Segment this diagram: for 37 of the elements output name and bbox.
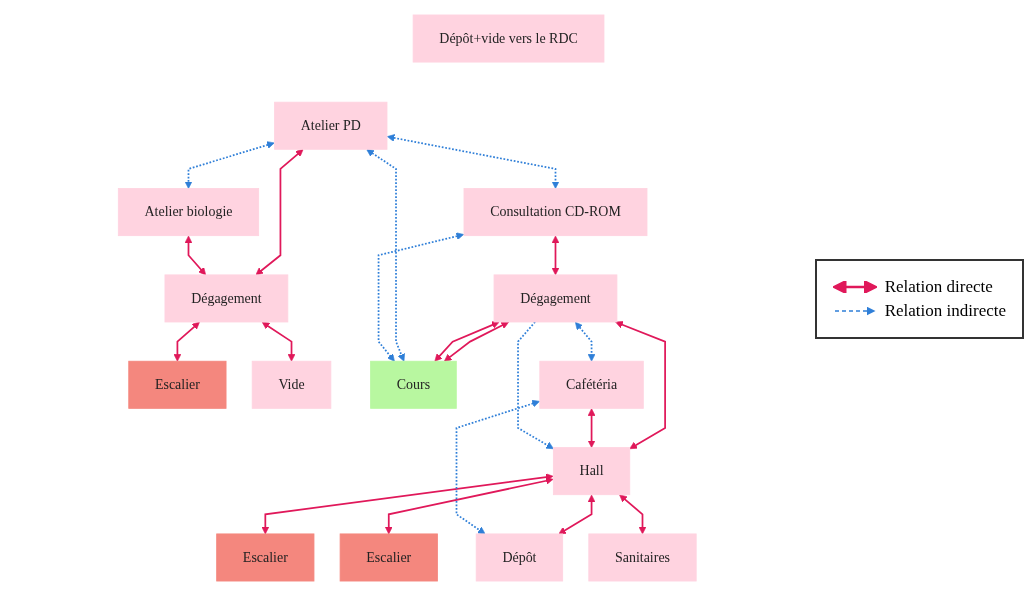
node-box: Dépôt	[475, 533, 564, 582]
arrow	[587, 408, 596, 448]
arrow	[385, 477, 554, 535]
node-box: Dégagement	[493, 274, 618, 323]
arrow	[455, 399, 540, 535]
arrow	[261, 321, 296, 362]
node-box: Consultation CD-ROM	[463, 188, 648, 237]
node-box: Escalier	[216, 533, 315, 582]
node-box: Escalier	[339, 533, 438, 582]
arrow	[261, 473, 554, 535]
arrow	[517, 321, 554, 450]
arrow	[173, 321, 200, 362]
arrow	[377, 232, 465, 362]
node-box: Escalier	[128, 360, 227, 409]
legend-text: Relation indirecte	[884, 300, 1006, 321]
arrow	[387, 134, 560, 189]
arrow	[255, 149, 304, 276]
legend-text: Relation directe	[884, 276, 993, 297]
arrow	[575, 321, 596, 362]
arrow	[434, 321, 500, 362]
node-box: Hall	[553, 447, 631, 496]
node-box: Cours	[370, 360, 457, 409]
node-box: Dépôt+vide vers le RDC	[412, 14, 605, 63]
arrow	[184, 235, 207, 276]
arrow	[184, 141, 275, 189]
arrow	[444, 321, 510, 362]
arrow	[615, 321, 667, 450]
arrow	[558, 494, 596, 535]
node-box: Atelier biologie	[118, 188, 260, 237]
node-box: Vide	[251, 360, 332, 409]
arrow	[619, 494, 647, 535]
arrow	[551, 235, 560, 276]
node-box: Dégagement	[164, 274, 289, 323]
arrow	[366, 149, 405, 362]
node-box: Sanitaires	[588, 533, 697, 582]
node-box: Atelier PD	[274, 101, 388, 150]
node-box: Cafétéria	[539, 360, 644, 409]
